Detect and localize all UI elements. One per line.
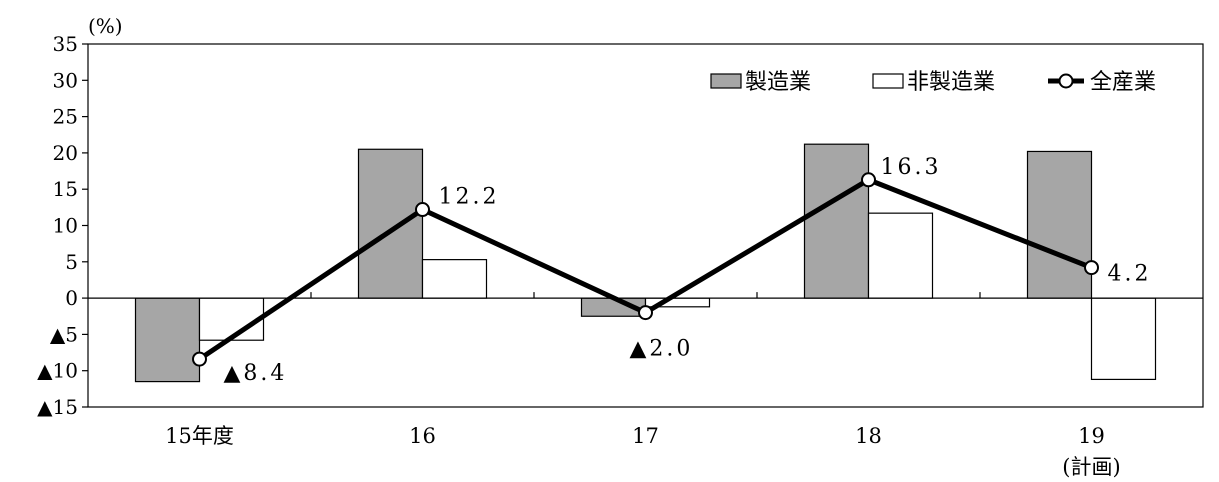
bar-non-manufacturing-3 xyxy=(867,212,934,299)
legend-label-all-industries: 全産業 xyxy=(1090,70,1156,95)
line-point-all-industries-2 xyxy=(638,305,653,321)
y-tick-label: 20 xyxy=(53,141,78,165)
legend-swatch-all-industries-marker xyxy=(1058,73,1074,89)
x-category-label: 16 xyxy=(409,424,436,448)
bar-manufacturing-1 xyxy=(357,148,424,299)
x-category-label: 15年度 xyxy=(165,424,234,448)
data-label-all-industries-4: 4.2 xyxy=(1108,262,1152,287)
y-tick-label: 15 xyxy=(53,177,78,201)
bar-non-manufacturing-1 xyxy=(421,259,488,299)
y-tick-label: ▲10 xyxy=(37,359,78,383)
line-series-layer xyxy=(192,172,1099,367)
legend-swatch-non-manufacturing xyxy=(872,73,904,89)
x-category-label: 19 xyxy=(1078,424,1105,448)
x-category-label: 18 xyxy=(855,424,882,448)
line-point-all-industries-3 xyxy=(861,172,876,188)
y-tick-label: 30 xyxy=(53,68,78,92)
y-tick-label: ▲5 xyxy=(50,322,78,346)
bar-manufacturing-0 xyxy=(134,297,201,383)
line-point-all-industries-4 xyxy=(1084,260,1099,276)
x-category-sublabel: (計画) xyxy=(1062,455,1120,479)
bars-layer xyxy=(134,143,1157,383)
data-label-all-industries-0: ▲8.4 xyxy=(224,361,288,386)
y-tick-label: ▲15 xyxy=(37,395,78,419)
y-tick-label: 10 xyxy=(53,214,78,238)
y-tick-label: 25 xyxy=(53,105,78,129)
bar-manufacturing-4 xyxy=(1026,150,1093,299)
y-tick-label: 0 xyxy=(65,286,78,310)
y-tick-label: 35 xyxy=(53,32,78,56)
line-point-all-industries-0 xyxy=(192,351,207,367)
y-unit-label: (%) xyxy=(88,14,123,38)
line-point-all-industries-1 xyxy=(415,202,430,218)
data-label-all-industries-1: 12.2 xyxy=(439,185,500,210)
bar-non-manufacturing-0 xyxy=(198,297,265,341)
y-tick-label: 5 xyxy=(65,250,78,274)
bar-non-manufacturing-4 xyxy=(1090,297,1157,381)
legend-label-non-manufacturing: 非製造業 xyxy=(907,70,995,95)
data-label-all-industries-2: ▲2.0 xyxy=(630,337,694,362)
line-all-industries xyxy=(198,177,1093,362)
data-label-all-industries-3: 16.3 xyxy=(881,155,942,180)
legend-swatch-manufacturing xyxy=(710,73,742,89)
x-category-label: 17 xyxy=(632,424,659,448)
labels-layer: 35 30 25 20 15 10 5 0 ▲5 ▲10 ▲15 15年度 16 17 18 19 (計画) (%… xyxy=(37,14,1152,479)
bar-manufacturing-3 xyxy=(803,143,870,299)
plot-frame xyxy=(82,43,1204,408)
legend-label-manufacturing: 製造業 xyxy=(745,70,811,95)
legend: 製造業 非製造業 全産業 xyxy=(710,70,1156,95)
